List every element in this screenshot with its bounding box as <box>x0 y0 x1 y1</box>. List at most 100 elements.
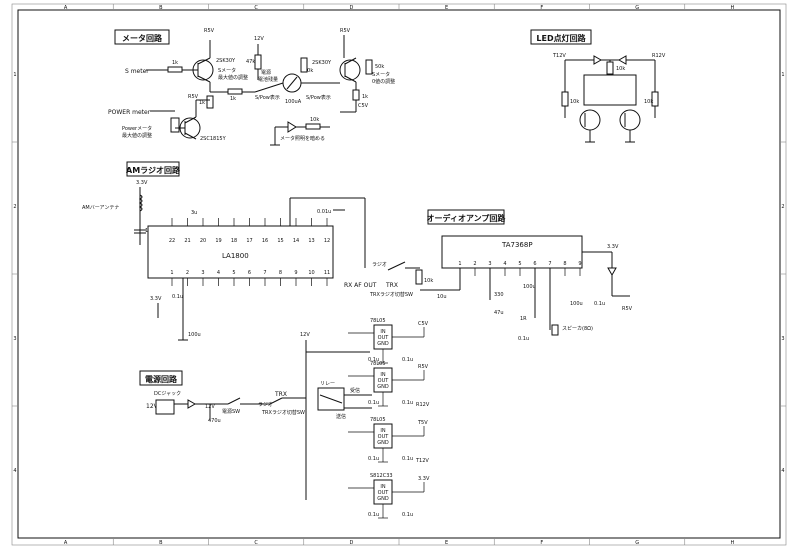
regulator-cap1-label: 0.1u <box>368 400 379 406</box>
audio-01ub-label: 0.1u <box>594 301 605 307</box>
am-3u-label: 3u <box>191 210 197 216</box>
sw2-label: S/Pow表示 <box>306 94 331 101</box>
regulator-cap2-label: 0.1u <box>402 456 413 462</box>
power-radio-label: ラジオ <box>258 402 273 408</box>
power-circuit: 電源回路 12V DCジャック 12V 470u 電源SW TRX ラジオ TR… <box>139 318 430 519</box>
la1800-pin-top-21: 21 <box>184 238 190 244</box>
frame-col-G: G <box>635 5 639 11</box>
power-r12v-label: R12V <box>416 402 430 408</box>
regulator-gnd-pin: GND <box>377 341 389 347</box>
la1800-pin-bottom-1: 1 <box>170 270 173 276</box>
regulator-name: S812C33 <box>370 473 393 479</box>
frame-row-1: 1 <box>13 72 16 78</box>
regulator-out-pin: OUT <box>378 434 390 440</box>
regulator-output-label: 3.3V <box>418 476 430 482</box>
la1800-pin-top-13: 13 <box>308 238 314 244</box>
audio-section-title: オーディオアンプ回路 <box>427 213 507 223</box>
ta7368p-pin-6: 6 <box>533 261 536 267</box>
regulator-cap2-label: 0.1u <box>402 357 413 363</box>
fet2-supply-label: R5V <box>340 28 351 34</box>
ta7368p-pin-8: 8 <box>563 261 566 267</box>
s-meter-resistor-label: 1k <box>172 60 178 66</box>
la1800-pin-top-12: 12 <box>324 238 330 244</box>
led-t12v-label: T12V <box>552 53 566 59</box>
led-r2-label: 10k <box>570 99 579 105</box>
power-t12v-label: T12V <box>415 458 429 464</box>
ta7368p-pin-3: 3 <box>488 261 491 267</box>
led-section-title-box <box>530 29 592 45</box>
audio-r5v-label: R5V <box>622 306 633 312</box>
regulator-gnd-pin: GND <box>377 384 389 390</box>
regulator-in-pin: IN <box>380 329 385 335</box>
frame-col-bottom-D: D <box>349 540 353 546</box>
frame-row-right-3: 3 <box>781 336 784 342</box>
audio-sw-label: TRXラジオ切替SW <box>369 291 413 298</box>
speaker-label: スピーカ(8Ω) <box>562 326 593 332</box>
dc-jack-symbol <box>155 399 175 415</box>
am-section-title: AMラジオ回路 <box>126 165 181 175</box>
frame-col-H: H <box>730 5 734 11</box>
regulator-gnd-pin: GND <box>377 496 389 502</box>
la1800-pin-bottom-3: 3 <box>201 270 204 276</box>
power-sw2-label: TRXラジオ切替SW <box>261 409 305 416</box>
am-radio-circuit: AMラジオ回路 3.3V AMバーアンテナ 160p 3u 0.01u LA18… <box>82 161 366 341</box>
la1800-pin-bottom-7: 7 <box>263 270 266 276</box>
audio-100ub-label: 100u <box>570 301 583 307</box>
adj2-label-b: 最大値の調整 <box>122 132 152 139</box>
ta7368p-pin-7: 7 <box>548 261 551 267</box>
power-top-12v-label: 12V <box>300 332 310 338</box>
ta7368p-pin-1: 1 <box>458 261 461 267</box>
am-01u-label: 0.1u <box>172 294 183 300</box>
drawing-frame <box>17 9 781 539</box>
regulator-name: 78L05 <box>370 417 386 423</box>
meter-10k-label: 10k <box>304 68 313 74</box>
fet1-part-label: 2SK30Y <box>216 58 236 64</box>
meter-50k-label: 50k <box>375 64 384 70</box>
led-transistor-left <box>579 109 601 131</box>
frame-col-E: E <box>445 5 448 11</box>
la1800-pin-bottom-9: 9 <box>294 270 297 276</box>
frame-col-bottom-H: H <box>730 540 734 546</box>
ta7368p-pin-4: 4 <box>503 261 506 267</box>
adj1-label-b: 最大値の調整 <box>218 74 248 81</box>
audio-33v-label: 3.3V <box>607 244 619 250</box>
rx-af-out-label: RX AF OUT <box>344 282 377 289</box>
audio-01u-label: 0.1u <box>518 336 529 342</box>
relay-label: リレー <box>320 381 335 387</box>
frame-col-bottom-G: G <box>635 540 639 546</box>
la1800-pin-top-20: 20 <box>200 238 206 244</box>
audio-section-title-box <box>427 209 505 225</box>
la1800-pin-top-18: 18 <box>231 238 237 244</box>
regulator-out-pin: OUT <box>378 490 390 496</box>
audio-330-label: 330 <box>494 292 504 298</box>
la1800-pin-top-22: 22 <box>169 238 175 244</box>
frame-row-4: 4 <box>13 468 16 474</box>
meter-1k-label: 1k <box>362 94 368 100</box>
audio-100u-label: 100u <box>523 284 536 290</box>
frame-row-3: 3 <box>13 336 16 342</box>
adj3-label-b: 0値の調整 <box>372 78 395 85</box>
relay-recv-label: 送信 <box>336 413 346 420</box>
frame-col-F: F <box>540 5 543 11</box>
ta7368p-pin-2: 2 <box>473 261 476 267</box>
power-sw-label: 電源SW <box>222 408 240 415</box>
la1800-label: LA1800 <box>222 252 249 260</box>
meter-r-1k-c-label: 1k <box>199 100 205 106</box>
outer-frame <box>11 3 787 546</box>
regulator-cap1-label: 0.1u <box>368 357 379 363</box>
regulator-out-pin: OUT <box>378 378 390 384</box>
am-33v-label: 3.3V <box>136 180 148 186</box>
s-meter-resistor <box>167 66 183 73</box>
la1800-pin-bottom-8: 8 <box>279 270 282 276</box>
power-12v-label: 12V <box>146 403 159 410</box>
audio-10k-label: 10k <box>424 278 433 284</box>
regulator-in-pin: IN <box>380 484 385 490</box>
la1800-pin-top-17: 17 <box>246 238 252 244</box>
regulator-out-pin: OUT <box>378 335 390 341</box>
regulator-output-label: C5V <box>418 321 429 327</box>
am-antenna-label: AMバーアンテナ <box>82 205 119 211</box>
led-r12v-label: R12V <box>652 53 666 59</box>
la1800-pin-bottom-2: 2 <box>186 270 189 276</box>
